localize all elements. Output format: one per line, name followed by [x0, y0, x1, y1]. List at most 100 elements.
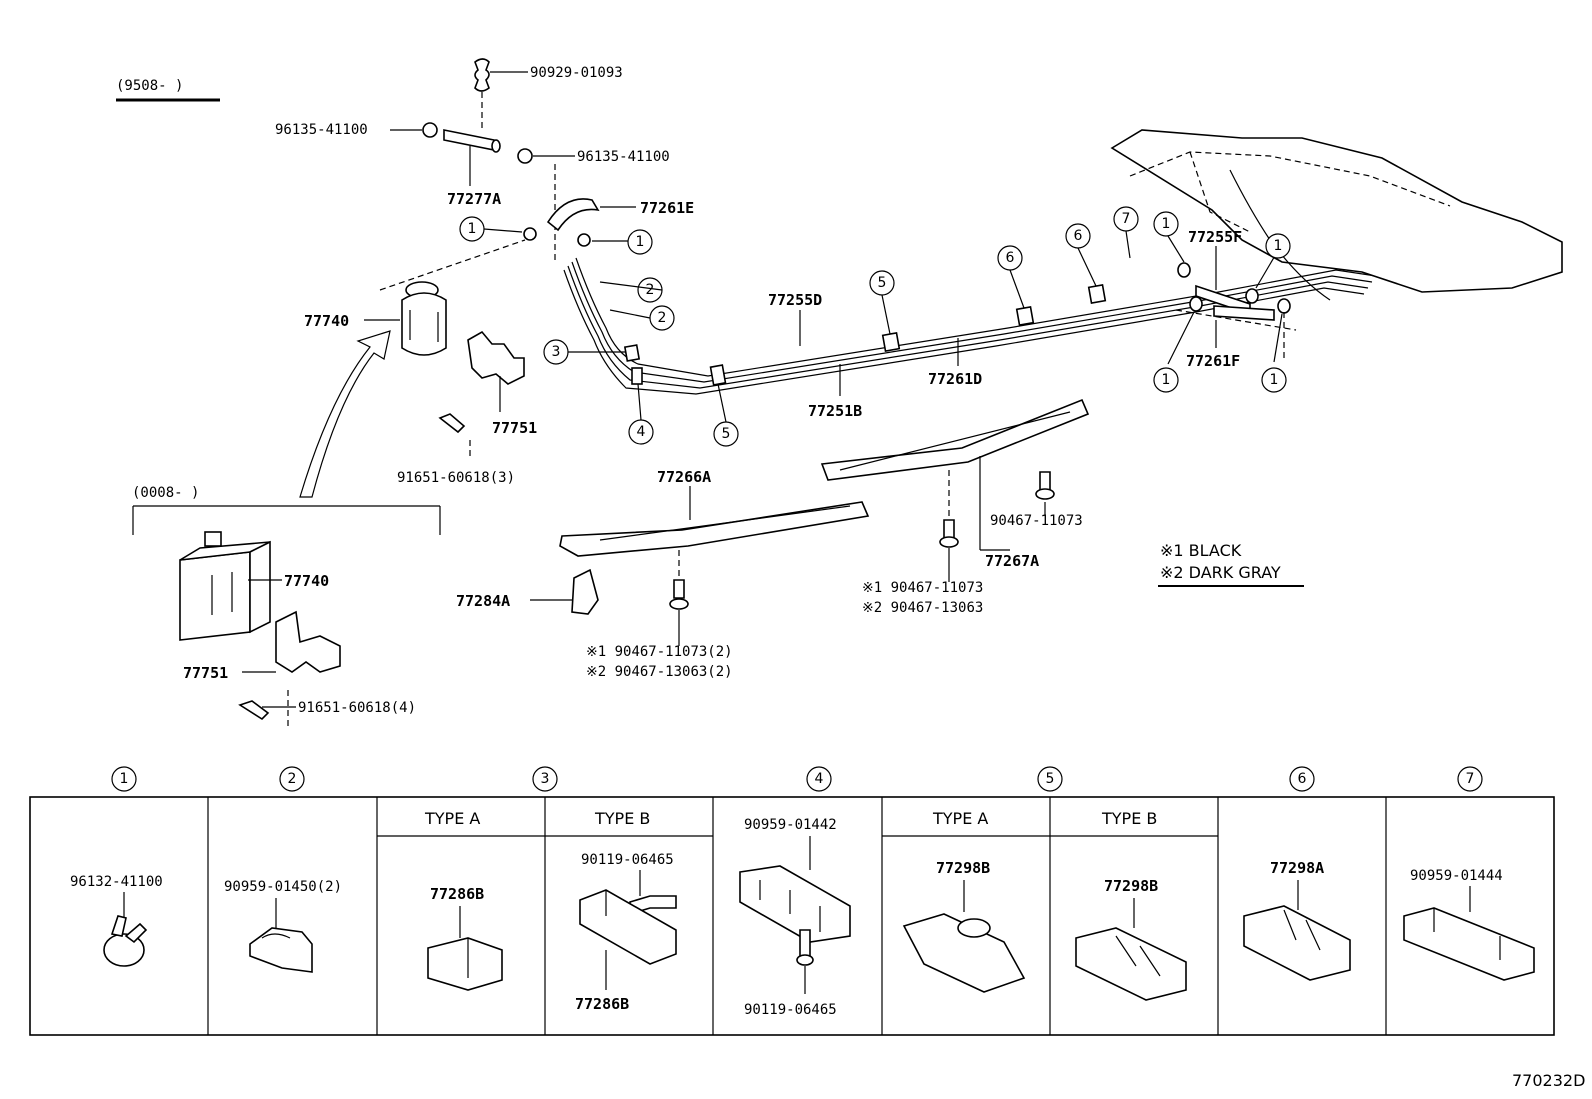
clip-6-b[interactable]: [1087, 283, 1107, 305]
label-77266A[interactable]: 77266A: [657, 468, 711, 486]
clip-5-a[interactable]: [709, 364, 727, 386]
table-part-90119-06465-b[interactable]: 90119-06465: [744, 1002, 837, 1018]
clamp-96135-41100-a[interactable]: [422, 122, 438, 138]
protector-77267A[interactable]: [820, 398, 1090, 481]
label-91651-60618-3[interactable]: 91651-60618(3): [397, 470, 515, 486]
canister-77740-lower[interactable]: [179, 531, 271, 641]
label-96135-41100-a[interactable]: 96135-41100: [275, 122, 368, 138]
bolt-90119-06465-b-icon[interactable]: [796, 929, 814, 966]
bolt-90467-a[interactable]: [939, 519, 959, 548]
callout-6-a[interactable]: 6: [997, 245, 1023, 271]
table-callout-4[interactable]: 4: [806, 766, 832, 792]
bolt-90467-11073-top[interactable]: [1035, 471, 1055, 500]
clip-77298A-icon[interactable]: [1243, 905, 1351, 981]
clamp-tank-2[interactable]: [1245, 288, 1259, 304]
table-callout-7[interactable]: 7: [1457, 766, 1483, 792]
clamp-tank-1[interactable]: [1177, 262, 1191, 278]
bracket-77751-lower[interactable]: [275, 610, 341, 673]
table-part-77286B-b[interactable]: 77286B: [575, 995, 629, 1013]
label-77251B[interactable]: 77251B: [808, 402, 862, 420]
callout-1-e[interactable]: 1: [1153, 367, 1179, 393]
label-77261D[interactable]: 77261D: [928, 370, 982, 388]
callout-1-c[interactable]: 1: [1153, 211, 1179, 237]
table-part-90959-01444[interactable]: 90959-01444: [1410, 868, 1503, 884]
svg-text:6: 6: [1298, 771, 1307, 787]
label-77740-lower[interactable]: 77740: [284, 572, 329, 590]
table-part-90959-01442[interactable]: 90959-01442: [744, 817, 837, 833]
bracket-77284A[interactable]: [571, 568, 599, 615]
label-96135-41100-b[interactable]: 96135-41100: [577, 149, 670, 165]
clamp-96135-41100-b[interactable]: [517, 148, 533, 164]
callout-5-b[interactable]: 5: [869, 270, 895, 296]
bolt-91651-60618-lower[interactable]: [238, 700, 270, 721]
clamp-1-right[interactable]: [577, 233, 591, 247]
label-91651-60618-4[interactable]: 91651-60618(4): [298, 700, 416, 716]
label-77277A[interactable]: 77277A: [447, 190, 501, 208]
clip-77298B-a-icon[interactable]: [902, 913, 1026, 993]
clip-77286B-b-icon[interactable]: [579, 889, 677, 965]
svg-text:5: 5: [1046, 771, 1055, 787]
label-77255D[interactable]: 77255D: [768, 291, 822, 309]
svg-text:1: 1: [636, 234, 645, 250]
label-77267A[interactable]: 77267A: [985, 552, 1039, 570]
label-77255F[interactable]: 77255F: [1188, 228, 1242, 246]
clamp-96132-41100-icon[interactable]: [103, 915, 148, 967]
hose-77261E[interactable]: [546, 198, 600, 232]
table-part-96132-41100[interactable]: 96132-41100: [70, 874, 163, 890]
clamp-1-left[interactable]: [523, 227, 537, 241]
svg-text:6: 6: [1006, 250, 1015, 266]
bracket-77751-top[interactable]: [467, 330, 525, 385]
label-77751-top[interactable]: 77751: [492, 419, 537, 437]
clamp-tank-3[interactable]: [1189, 296, 1203, 312]
table-part-77286B-a[interactable]: 77286B: [430, 885, 484, 903]
clip-3[interactable]: [623, 344, 641, 362]
table-part-90959-01450[interactable]: 90959-01450(2): [224, 879, 342, 895]
callout-1-f[interactable]: 1: [1261, 367, 1287, 393]
label-90467-11073[interactable]: 90467-11073: [990, 513, 1083, 529]
clip-77298B-b-icon[interactable]: [1075, 927, 1187, 1001]
callout-1-b[interactable]: 1: [627, 229, 653, 255]
clip-90959-01442-icon[interactable]: [739, 865, 851, 943]
table-part-77298B-a[interactable]: 77298B: [936, 859, 990, 877]
table-callout-3[interactable]: 3: [532, 766, 558, 792]
clip-4[interactable]: [631, 367, 643, 385]
svg-text:3: 3: [541, 771, 550, 787]
callout-6-b[interactable]: 6: [1065, 223, 1091, 249]
label-77261E[interactable]: 77261E: [640, 199, 694, 217]
callout-1-a[interactable]: 1: [459, 216, 485, 242]
callout-5-a[interactable]: 5: [713, 421, 739, 447]
label-77261F[interactable]: 77261F: [1186, 352, 1240, 370]
pipe-77277A[interactable]: [443, 129, 501, 153]
clip-6-a[interactable]: [1015, 305, 1035, 327]
bolt-90467-b[interactable]: [669, 579, 689, 610]
fuel-tank[interactable]: [1110, 129, 1563, 301]
label-77751-lower[interactable]: 77751: [183, 664, 228, 682]
bolt-91651-60618-top[interactable]: [438, 413, 466, 434]
clip-77286B-a-icon[interactable]: [427, 937, 503, 991]
callout-7[interactable]: 7: [1113, 206, 1139, 232]
clamp-tank-4[interactable]: [1277, 298, 1291, 314]
callout-1-d[interactable]: 1: [1265, 233, 1291, 259]
table-type-a-5: TYPE A: [932, 809, 988, 828]
label-90929-01093[interactable]: 90929-01093: [530, 65, 623, 81]
callout-4[interactable]: 4: [628, 419, 654, 445]
table-callout-5[interactable]: 5: [1037, 766, 1063, 792]
tube-bundle[interactable]: [563, 257, 1377, 395]
table-part-77298A[interactable]: 77298A: [1270, 859, 1324, 877]
table-callout-6[interactable]: 6: [1289, 766, 1315, 792]
clip-90959-01444-icon[interactable]: [1403, 907, 1535, 981]
label-77284A[interactable]: 77284A: [456, 592, 510, 610]
canister-77740-top[interactable]: [401, 281, 447, 356]
callout-2-b[interactable]: 2: [649, 305, 675, 331]
clip-5-b[interactable]: [881, 331, 901, 353]
hose-77261F[interactable]: [1213, 305, 1275, 321]
clip-90959-01450-icon[interactable]: [249, 927, 313, 973]
protector-77266A[interactable]: [559, 501, 870, 557]
table-part-77298B-b[interactable]: 77298B: [1104, 877, 1158, 895]
callout-3[interactable]: 3: [543, 339, 569, 365]
label-77740-top[interactable]: 77740: [304, 312, 349, 330]
table-part-90119-06465-a[interactable]: 90119-06465: [581, 852, 674, 868]
table-callout-1[interactable]: 1: [111, 766, 137, 792]
table-callout-2[interactable]: 2: [279, 766, 305, 792]
clip-90929-01093[interactable]: [474, 58, 490, 92]
